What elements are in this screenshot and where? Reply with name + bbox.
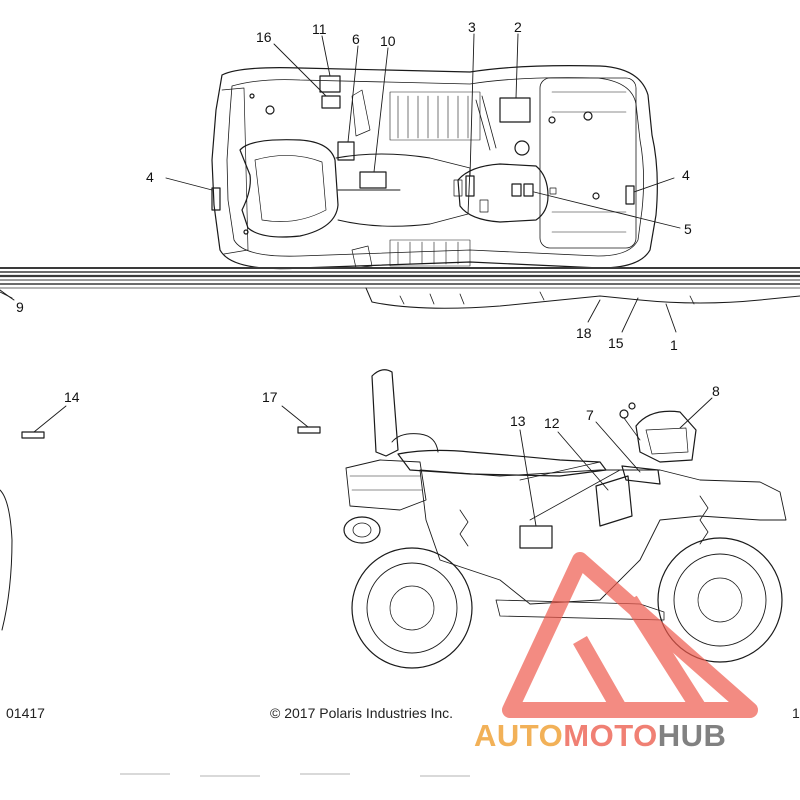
callout-6: 6 <box>352 31 360 47</box>
callout-9: 9 <box>16 299 24 315</box>
callout-16: 16 <box>256 29 272 45</box>
edge-mark: 1 <box>792 705 800 721</box>
callout-1: 1 <box>670 337 678 353</box>
automotohub-logo-word: AUTOMOTOHUB <box>474 718 726 754</box>
logo-word-auto: AUTO <box>474 718 564 753</box>
callout-15: 15 <box>608 335 624 351</box>
callout-7: 7 <box>586 407 594 423</box>
decal-3 <box>465 175 475 197</box>
callout-17: 17 <box>262 389 278 405</box>
callout-11: 11 <box>312 21 327 37</box>
callout-3: 3 <box>468 19 476 35</box>
leader-lines <box>0 33 713 527</box>
callout-8: 8 <box>712 383 720 399</box>
callout-12: 12 <box>544 415 560 431</box>
callout-4-right: 4 <box>682 167 690 183</box>
logo-word-hub: HUB <box>657 718 727 753</box>
atv-top-view <box>211 65 658 270</box>
scan-band <box>0 267 800 289</box>
atv-side-view <box>343 369 787 669</box>
decal-12 <box>595 475 633 527</box>
decal-14 <box>21 431 45 439</box>
decal-17 <box>297 426 321 434</box>
callout-18: 18 <box>576 325 592 341</box>
callout-13: 13 <box>510 413 526 429</box>
decal-5a <box>511 183 522 197</box>
decal-6 <box>337 141 355 161</box>
figure-code: 01417 <box>6 705 45 721</box>
decal-7 <box>621 465 661 485</box>
decal-10 <box>359 171 387 189</box>
callout-2: 2 <box>514 19 522 35</box>
callout-10: 10 <box>380 33 396 49</box>
logo-word-moto: MOTO <box>563 718 658 753</box>
footwell-top <box>389 91 481 141</box>
copyright-notice: © 2017 Polaris Industries Inc. <box>270 705 454 721</box>
footwell-bottom <box>389 239 471 267</box>
decal-2 <box>499 97 531 123</box>
callout-numbers: 1 2 3 4 4 5 6 7 8 9 10 11 12 13 14 15 16… <box>16 19 720 431</box>
callout-5: 5 <box>684 221 692 237</box>
decal-4-front <box>625 185 635 205</box>
decal-16 <box>321 95 341 109</box>
decal-5b <box>523 183 534 197</box>
callout-4-left: 4 <box>146 169 154 185</box>
automotohub-logo-icon <box>502 552 758 718</box>
callout-14: 14 <box>64 389 80 405</box>
decal-11 <box>319 75 341 93</box>
scan-noise <box>120 773 470 777</box>
decal-4-rear <box>211 187 221 211</box>
